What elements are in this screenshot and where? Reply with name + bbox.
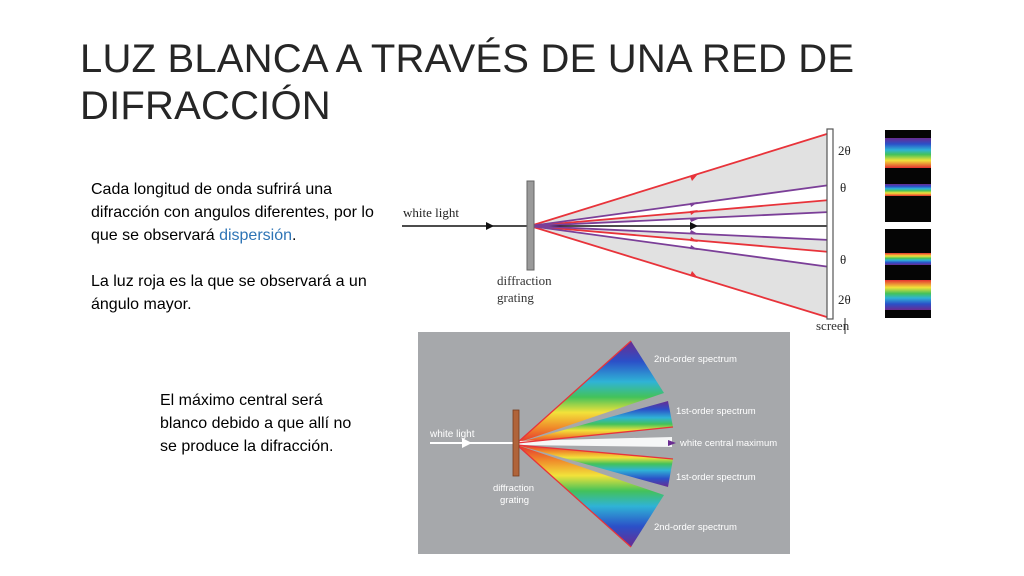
label-first-order-top: 1st-order spectrum <box>676 406 756 417</box>
label-theta-bottom: θ <box>840 252 846 267</box>
paragraph-central-maximum: El máximo central será blanco debido a q… <box>160 392 352 455</box>
label-2theta-bottom: 2θ <box>838 292 851 307</box>
bottom-incident-arrow <box>462 438 472 448</box>
spectrum-strips <box>885 130 931 318</box>
strip-upper-first-order <box>885 184 931 196</box>
paragraph-dispersion-text: Cada longitud de onda sufrirá una difrac… <box>91 181 374 244</box>
top-red-rays <box>529 132 831 319</box>
bottom-first-order-upper <box>517 401 673 443</box>
label-second-order-top: 2nd-order spectrum <box>654 354 737 365</box>
label-2theta-top: 2θ <box>838 143 851 158</box>
label-theta-top: θ <box>840 180 846 195</box>
bottom-grating <box>512 409 520 477</box>
label-central-maximum: white central maximum <box>679 438 777 449</box>
bottom-grating-label-1: diffraction <box>493 483 534 494</box>
bottom-red-edges <box>516 340 674 548</box>
bottom-central-beam <box>517 437 672 447</box>
top-grating-label-1: diffraction <box>497 273 552 288</box>
bottom-central-arrow <box>668 440 676 446</box>
top-purple-rays <box>529 184 831 268</box>
top-incident-arrow <box>486 222 494 230</box>
top-screen <box>826 128 834 320</box>
label-first-order-bottom: 1st-order spectrum <box>676 472 756 483</box>
top-screen-label: screen <box>816 318 850 333</box>
bottom-second-order-upper <box>517 341 664 443</box>
bottom-grating-label-2: grating <box>500 495 529 506</box>
slide-title: LUZ BLANCA A TRAVÉS DE UNA RED DE DIFRAC… <box>80 37 855 128</box>
top-white-light-label: white light <box>403 205 459 220</box>
bottom-white-light-label: white light <box>429 429 475 440</box>
strip-lower-second-order <box>885 280 931 310</box>
strip-upper-second-order <box>885 138 931 168</box>
strip-lower-first-order <box>885 253 931 265</box>
paragraph-red-light: La luz roja es la que se observará a un … <box>91 273 367 313</box>
bottom-second-order-lower <box>517 445 664 547</box>
top-ray-arrows <box>690 174 698 278</box>
bottom-diffraction-diagram: white light diffraction grating 2nd-orde… <box>418 332 790 554</box>
dispersion-term: dispersión <box>219 227 293 244</box>
top-grating-label-2: grating <box>497 290 534 305</box>
label-second-order-bottom: 2nd-order spectrum <box>654 522 737 533</box>
paragraph-dispersion: Cada longitud de onda sufrirá una difrac… <box>91 178 381 247</box>
top-diffraction-diagram: white light diffraction grating screen 2… <box>402 128 851 334</box>
paragraph-dispersion-end: . <box>292 227 297 244</box>
top-grating <box>526 180 535 271</box>
